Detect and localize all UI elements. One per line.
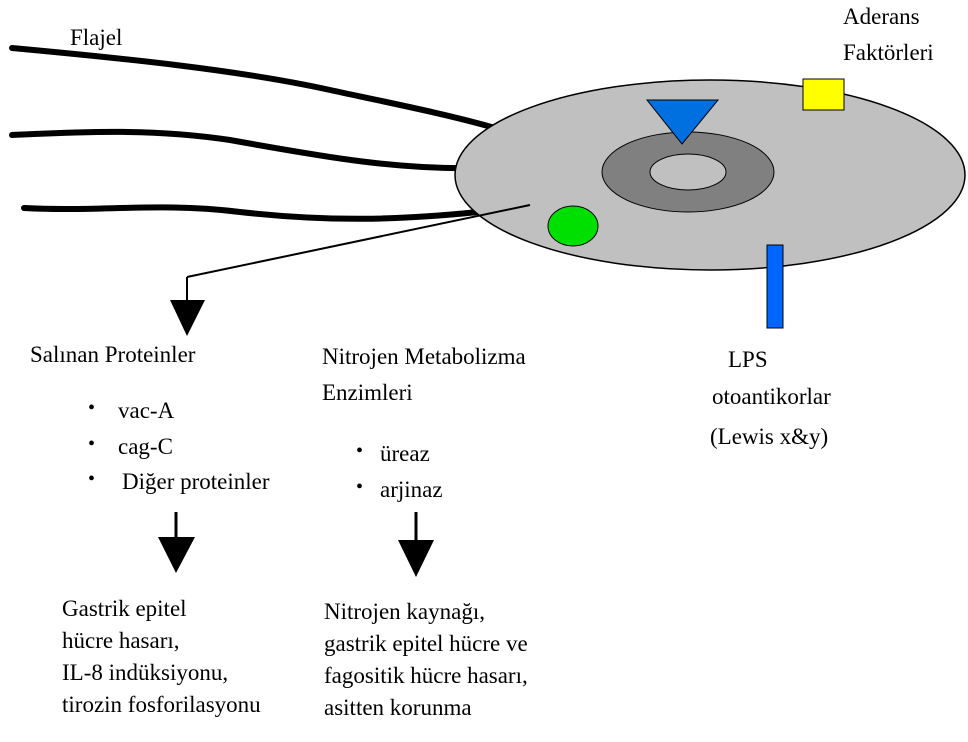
outcome-line: fagositik hücre hasarı, [324,660,528,692]
list-item: Diğer proteinler [88,464,270,500]
arrow-down-icon [158,537,195,573]
released-proteins-list: vac-A cag-C Diğer proteinler [88,393,270,500]
arrow-down-icon [170,300,205,336]
nitrogen-enzymes-list: üreaz arjinaz [356,436,443,507]
outcome-line: Nitrojen kaynağı, [324,596,528,628]
flagellum-2 [12,132,480,168]
lps-bar [767,245,783,328]
list-item: vac-A [88,393,270,429]
outcome-line: gastrik epitel hücre ve [324,628,528,660]
outcome-line: hücre hasarı, [62,625,261,657]
nitrogen-enzymes-title-line-2: Enzimleri [322,380,413,406]
lps-label: LPS [728,347,768,373]
adhesion-label-line-1: Aderans [843,4,920,30]
list-item: cag-C [88,429,270,465]
lewis-label: (Lewis x&y) [710,424,828,450]
outcome-line: IL-8 indüksiyonu, [62,657,261,689]
green-circle-icon [548,206,598,246]
flagellum-3 [24,207,478,218]
flagellum-1 [12,48,495,128]
nitrogen-enzymes-title-line-1: Nitrojen Metabolizma [322,344,526,370]
list-item: üreaz [356,436,443,472]
outcome-line: tirozin fosforilasyonu [62,689,261,721]
list-item: arjinaz [356,472,443,508]
outcome-line: asitten korunma [324,692,528,724]
nucleoid-center [650,154,726,190]
autoantibody-label: otoantikorlar [712,384,831,410]
released-proteins-title: Salınan Proteinler [30,342,195,368]
arrow-down-icon [398,540,434,577]
outcome-line: Gastrik epitel [62,593,261,625]
flagella-label: Flajel [70,25,122,51]
released-proteins-outcome: Gastrik epitel hücre hasarı, IL-8 indüks… [62,593,261,721]
nitrogen-enzymes-outcome: Nitrojen kaynağı, gastrik epitel hücre v… [324,596,528,724]
adhesion-factor-square [803,79,844,110]
adhesion-label-line-2: Faktörleri [843,40,934,66]
